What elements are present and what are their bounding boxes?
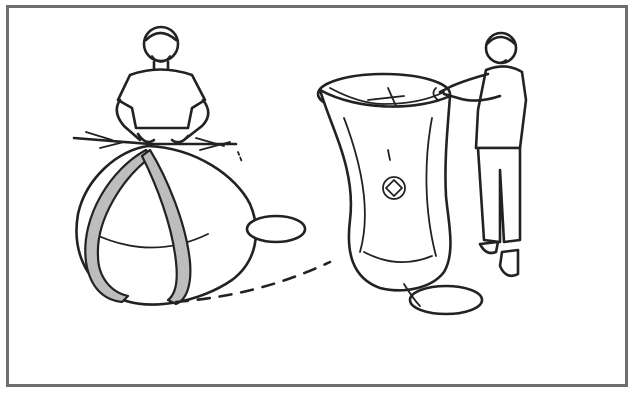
left-person	[117, 27, 208, 142]
right-person-upper-arm	[440, 74, 488, 92]
right-person-legs	[478, 148, 520, 242]
right-person-shirt	[476, 66, 526, 148]
left-person-neck	[154, 62, 168, 68]
right-bag	[318, 74, 482, 314]
left-bag-tie-mark	[238, 152, 242, 162]
left-bag-spout	[247, 216, 305, 242]
right-person-left-foot	[480, 242, 498, 253]
left-person-shirt	[118, 70, 205, 129]
left-bag	[74, 132, 305, 304]
right-bag-spout	[410, 286, 482, 314]
left-person-hands	[138, 134, 188, 142]
right-person-right-foot	[500, 250, 518, 276]
